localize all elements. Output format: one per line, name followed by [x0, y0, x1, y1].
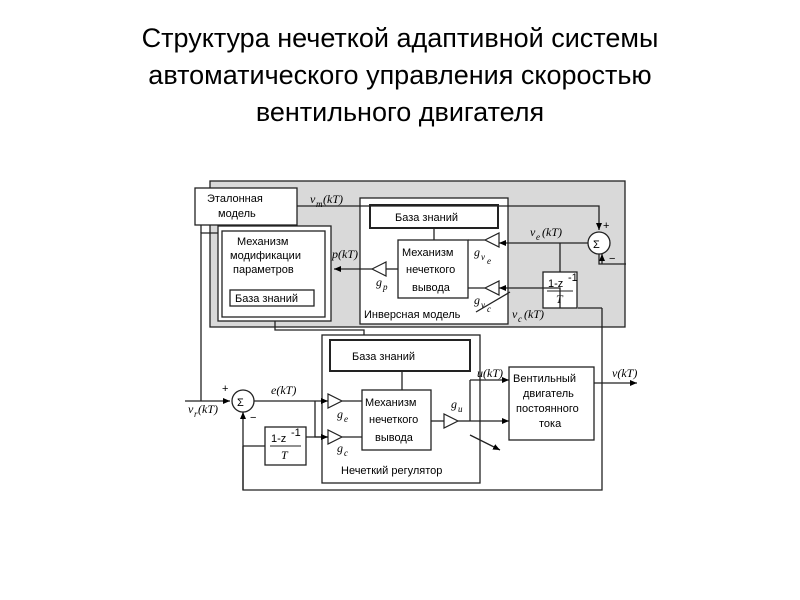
signal-vm-arg: (kT) — [323, 192, 343, 206]
signal-v: v(kT) — [612, 366, 637, 380]
controller-inference-label-1: Механизм — [365, 397, 416, 409]
gain-ve-sub: v — [481, 252, 485, 262]
motor-label-4: тока — [539, 418, 562, 430]
motor-block — [508, 366, 595, 441]
signal-e: e(kT) — [271, 383, 296, 397]
modification-kb-label: База знаний — [235, 293, 298, 305]
signal-vr-arg: (kT) — [198, 402, 218, 416]
inverse-model-label: Инверсная модель — [364, 309, 461, 321]
gain-e-g: g — [337, 407, 343, 421]
motor-label-2: двигатель — [523, 388, 574, 400]
reference-model-label-2: модель — [218, 208, 256, 220]
signal-vc: v — [512, 307, 518, 321]
lower-delay-den: T — [281, 448, 289, 462]
lower-sum-minus: − — [250, 412, 256, 424]
motor-label-3: постоянного — [516, 403, 579, 415]
lower-sum-plus: + — [222, 383, 228, 395]
gain-e-sub: e — [344, 414, 348, 424]
signal-u: u(kT) — [477, 366, 503, 380]
signal-vm: v — [310, 192, 316, 206]
gain-u-g: g — [451, 397, 457, 411]
signal-ve-arg: (kT) — [542, 225, 562, 239]
inverse-inference-label-1: Механизм — [402, 247, 453, 259]
signal-vc-arg: (kT) — [524, 307, 544, 321]
gain-c-g: g — [337, 441, 343, 455]
fuzzy-controller-label: Нечеткий регулятор — [341, 465, 442, 477]
upper-sum-plus: + — [603, 220, 609, 232]
signal-vr: v — [188, 402, 194, 416]
gain-ve-subsub: e — [487, 256, 491, 266]
upper-delay-exp: -1 — [568, 272, 578, 284]
gain-c-sub: c — [344, 448, 348, 458]
lower-sum-sigma: Σ — [237, 397, 244, 409]
controller-inference-label-2: нечеткого — [369, 414, 418, 426]
lower-delay-exp: -1 — [291, 427, 301, 439]
modification-mechanism-label-3: параметров — [233, 264, 294, 276]
upper-delay-num: 1-z — [548, 278, 563, 290]
reference-model-label-1: Эталонная — [207, 193, 263, 205]
controller-inference-label-3: вывода — [375, 432, 414, 444]
inverse-inference-label-3: вывода — [412, 282, 451, 294]
upper-sum-sigma: Σ — [593, 239, 600, 251]
gain-p-g: g — [376, 275, 382, 289]
lower-delay-num: 1-z — [271, 433, 286, 445]
signal-ve: v — [530, 225, 536, 239]
gain-u-sub: u — [458, 404, 463, 414]
signal-p: p(kT) — [331, 247, 358, 261]
title-line-3: вентильного двигателя — [255, 97, 545, 127]
signal-ve-sub: e — [536, 232, 540, 242]
controller-inference-block — [361, 389, 432, 451]
signal-vr-sub: r — [194, 409, 198, 419]
reference-model-block — [194, 187, 298, 226]
signal-vm-sub: m — [316, 199, 323, 209]
slide-title: Структура нечеткой адаптивной системы ав… — [60, 20, 740, 131]
modification-mechanism-label-1: Механизм — [237, 236, 288, 248]
connections — [185, 205, 637, 491]
inverse-inference-label-2: нечеткого — [406, 264, 455, 276]
modification-kb-block — [229, 289, 315, 307]
inverse-inference-block — [397, 239, 469, 299]
title-line-1: Структура нечеткой адаптивной системы — [141, 23, 659, 53]
modification-mechanism-label-2: модификации — [230, 250, 301, 262]
gain-p-sub: p — [382, 282, 388, 292]
controller-kb-label: База знаний — [352, 351, 415, 363]
upper-sum-minus: − — [609, 253, 615, 265]
title-line-2: автоматического управления скоростью — [148, 60, 652, 90]
motor-label-1: Вентильный — [513, 373, 576, 385]
inverse-kb-label: База знаний — [395, 212, 458, 224]
controller-kb-block — [329, 339, 471, 372]
signal-vc-sub: c — [518, 314, 522, 324]
gain-vc-subsub: c — [487, 304, 491, 314]
gain-vc-g: g — [474, 293, 480, 307]
gain-ve-g: g — [474, 245, 480, 259]
gain-vc-sub: v — [481, 300, 485, 310]
